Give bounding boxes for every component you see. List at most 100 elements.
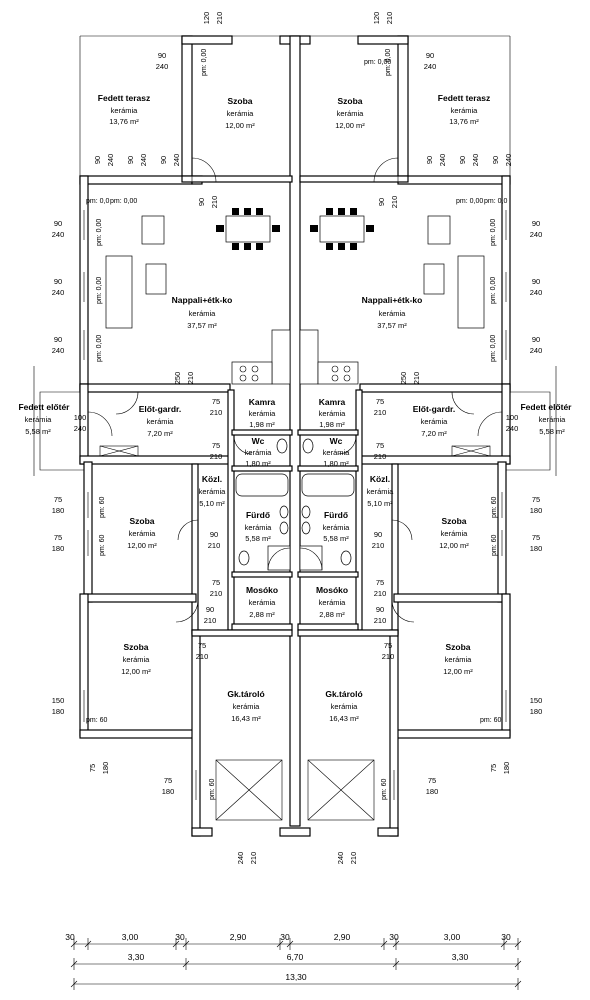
dim-rw3-90: 90 — [532, 335, 540, 344]
szoba-top-left-area: 12,00 m² — [225, 121, 255, 130]
dim-s2-75: 75 — [212, 441, 220, 450]
covered-entries — [33, 366, 557, 476]
szoba-bottom-right-name: Szoba — [445, 642, 470, 652]
dim-s3-75: 75 — [212, 578, 220, 587]
eloter-right-area: 5,58 m² — [539, 427, 565, 436]
dim-bw-r-180: 180 — [530, 707, 543, 716]
garage-right-floor: kerámia — [331, 702, 359, 711]
kozl-left-area: 5,10 m² — [199, 499, 225, 508]
dim-gg-r-210: 210 — [349, 852, 358, 865]
pm-gar-r: pm: 60 — [381, 778, 388, 800]
dim-row1-6: 30 — [389, 932, 399, 942]
garage-right-name: Gk.tároló — [325, 689, 362, 699]
dim-mw4-75: 75 — [532, 533, 540, 542]
dim-row2-2: 3,30 — [452, 952, 469, 962]
furdo-left-name: Fürdő — [246, 510, 270, 520]
dim-gw-r-180: 180 — [426, 787, 439, 796]
pm-top-l: pm: 0,00 — [201, 49, 208, 76]
pm-bot-r: pm: 60 — [480, 717, 502, 724]
dim-bm-l-90: 90 — [210, 530, 218, 539]
wc-left-name: Wc — [252, 436, 265, 446]
dim-bd-r-210: 210 — [390, 196, 399, 209]
dim-gg-l-240: 240 — [236, 852, 245, 865]
dim-rw2-90: 90 — [532, 277, 540, 286]
dim-bm-r-210: 210 — [372, 541, 385, 550]
dim-bc-l-75: 75 — [88, 764, 97, 772]
dim-top-l-210: 210 — [215, 12, 224, 25]
gardr-right-floor: kerámia — [421, 417, 449, 426]
szoba-bottom-right-area: 12,00 m² — [443, 667, 473, 676]
dim-bm-r-90: 90 — [374, 530, 382, 539]
terasz-right-name: Fedett terasz — [438, 93, 490, 103]
dim-s2-210: 210 — [210, 452, 223, 461]
garage-left-name: Gk.tároló — [227, 689, 264, 699]
nappali-left-name: Nappali+étk-ko — [172, 295, 233, 305]
dim-mw1-180: 180 — [52, 506, 65, 515]
dim-k-l-250: 250 — [173, 372, 182, 385]
dim-row1-1: 3,00 — [122, 932, 139, 942]
dim-lw2-90: 90 — [54, 277, 62, 286]
pm-mid-r-1: pm: 60 — [491, 496, 498, 518]
dim-gw-l-180: 180 — [162, 787, 175, 796]
eloter-right-floor: kerámia — [539, 415, 567, 424]
dim-c5: 90 — [159, 156, 168, 164]
terasz-left-floor: kerámia — [111, 106, 139, 115]
pm-liv-l-2: pm: 0,00 — [96, 277, 103, 304]
dim-s4-75: 75 — [376, 397, 384, 406]
dim-terr-l-240: 240 — [156, 62, 169, 71]
dim-c3: 90 — [126, 156, 135, 164]
dim-row2-0: 3,30 — [128, 952, 145, 962]
wc-right-area: 1,80 m² — [323, 459, 349, 468]
kozl-right-name: Közl. — [370, 474, 390, 484]
wc-left-area: 1,80 m² — [245, 459, 271, 468]
kozl-left-name: Közl. — [202, 474, 222, 484]
dim-row1-0: 30 — [65, 932, 75, 942]
dim-gg-l-210: 210 — [249, 852, 258, 865]
szoba-mid-right-name: Szoba — [441, 516, 466, 526]
mosoko-right-area: 2,88 m² — [319, 610, 345, 619]
dim-s1-75: 75 — [212, 397, 220, 406]
dim-ent-r-240: 240 — [506, 424, 519, 433]
dim-s6-210: 210 — [374, 589, 387, 598]
dim-top-r-120: 120 — [372, 12, 381, 25]
pm-gar-l: pm: 60 — [209, 778, 216, 800]
dim-c8: 240 — [438, 154, 447, 167]
dim-bd-r-90: 90 — [377, 198, 386, 206]
eloter-left-floor: kerámia — [25, 415, 53, 424]
pm-liv-l-3: pm: 0,00 — [96, 335, 103, 362]
dim-bc-r-75: 75 — [489, 764, 498, 772]
furdo-right-name: Fürdő — [324, 510, 348, 520]
eloter-left-area: 5,58 m² — [25, 427, 51, 436]
gardr-left-area: 7,20 m² — [147, 429, 173, 438]
dim-terr-r-90: 90 — [426, 51, 434, 60]
nappali-right-floor: kerámia — [379, 309, 407, 318]
dim-mw2-180: 180 — [52, 544, 65, 553]
dim-bm-l-210: 210 — [208, 541, 221, 550]
dim-bb-l-210: 210 — [204, 616, 217, 625]
furdo-right-area: 5,58 m² — [323, 534, 349, 543]
dim-mw4-180: 180 — [530, 544, 543, 553]
szoba-mid-right-area: 12,00 m² — [439, 541, 469, 550]
szoba-mid-left-name: Szoba — [129, 516, 154, 526]
mosoko-right-name: Mosóko — [316, 585, 348, 595]
terasz-right-area: 13,76 m² — [449, 117, 479, 126]
dim-bw-l-180: 180 — [52, 707, 65, 716]
kamra-right-area: 1,98 m² — [319, 420, 345, 429]
dim-gd-r-210: 210 — [382, 652, 395, 661]
dim-c4: 240 — [139, 154, 148, 167]
dim-lw1-90: 90 — [54, 219, 62, 228]
dim-lw3-240: 240 — [52, 346, 65, 355]
furdo-right-floor: kerámia — [323, 523, 351, 532]
pm-top-r2: pm: 0,00 — [364, 59, 391, 66]
pm-liv-r-1: pm: 0,00 — [490, 219, 497, 246]
garage-left-floor: kerámia — [233, 702, 261, 711]
szoba-bottom-right-floor: kerámia — [445, 655, 473, 664]
dim-ent-l-100: 100 — [74, 413, 87, 422]
dim-bb-r-210: 210 — [374, 616, 387, 625]
parapet-labels: pm: 0,00 pm: 0,00 pm: 0,00 pm: 0,0 pm: 0… — [86, 49, 507, 800]
szoba-top-right-area: 12,00 m² — [335, 121, 365, 130]
szoba-mid-right-floor: kerámia — [441, 529, 469, 538]
dim-rw1-90: 90 — [532, 219, 540, 228]
dim-bb-l-90: 90 — [206, 605, 214, 614]
dim-c11: 90 — [491, 156, 500, 164]
